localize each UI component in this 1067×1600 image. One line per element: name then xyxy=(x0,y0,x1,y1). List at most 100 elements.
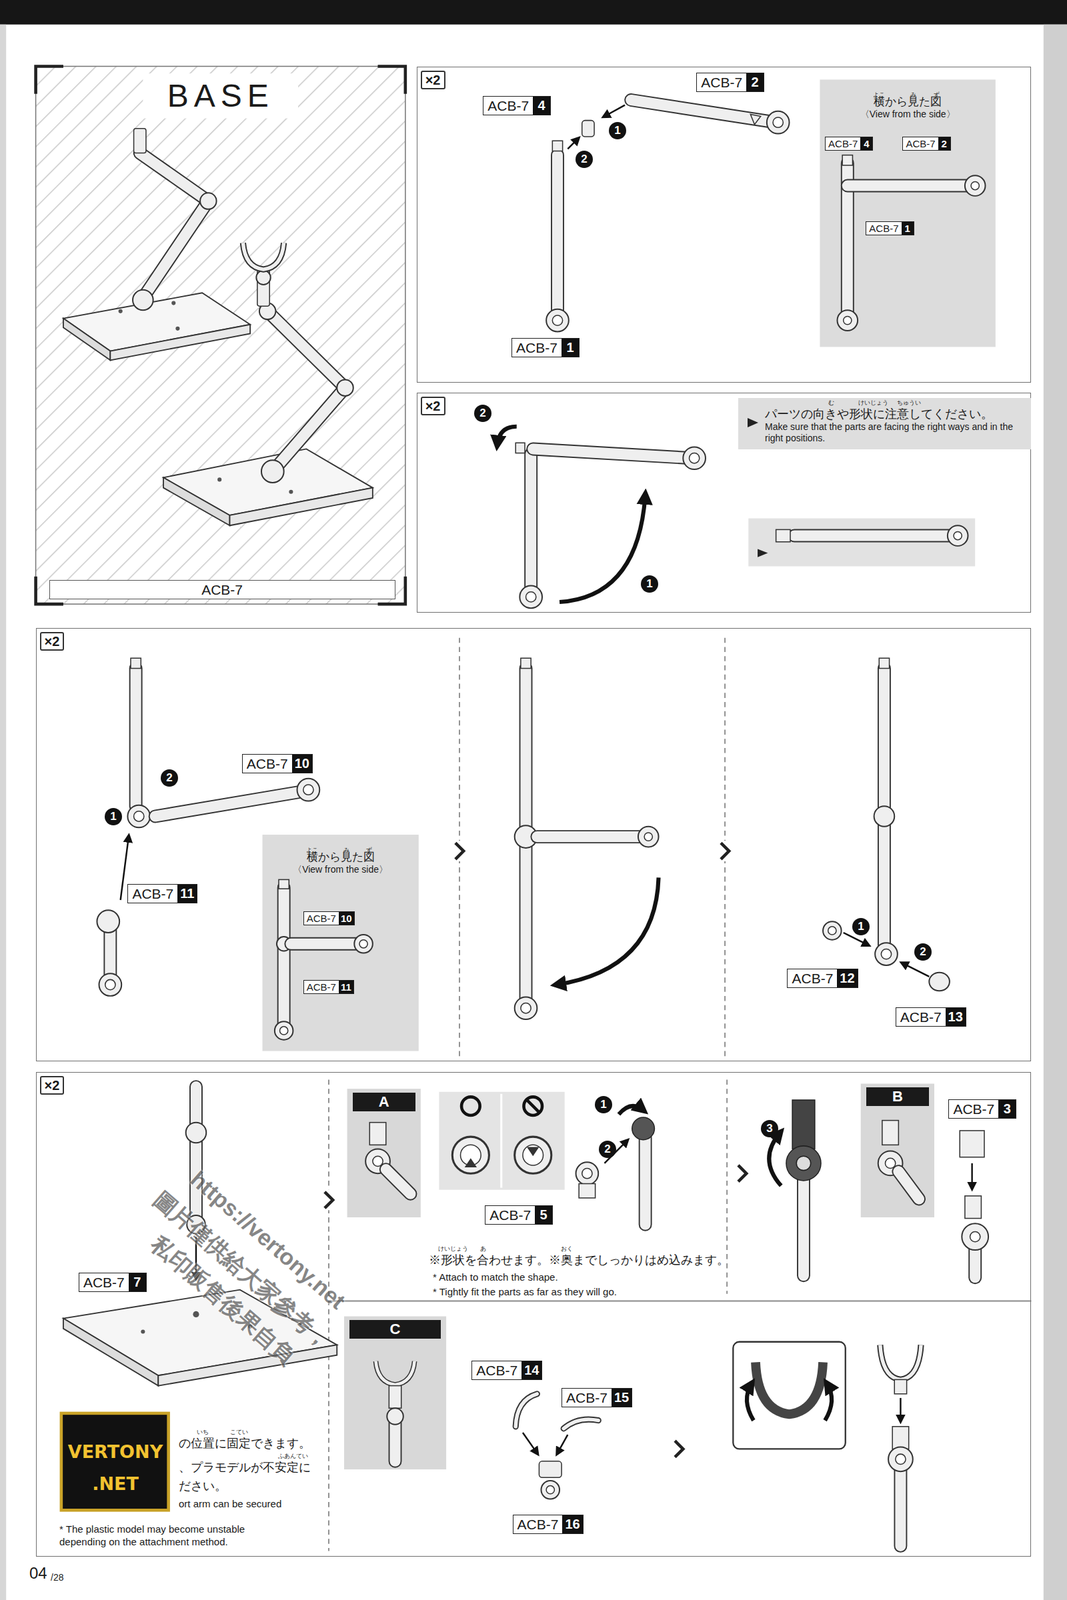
furigana: み xyxy=(910,91,917,99)
stand-illustration xyxy=(272,388,346,473)
furigana: ず xyxy=(933,91,940,99)
step1-art xyxy=(552,155,563,319)
step1-art xyxy=(837,310,859,331)
part-number: 2 xyxy=(746,73,764,92)
view-heading: 横から見た図 xyxy=(819,95,995,109)
quantity-badge: ×2 xyxy=(420,70,446,90)
stand-illustration xyxy=(175,326,180,331)
step2-art xyxy=(776,529,791,542)
stand-illustration xyxy=(242,242,284,270)
part-label: ACB-73 xyxy=(948,1099,1017,1120)
part-label: ACB-711 xyxy=(303,980,355,995)
step2-art xyxy=(497,426,517,446)
furigana: み xyxy=(343,846,350,855)
part-label: ACB-71 xyxy=(511,338,580,358)
callout-number: 1 xyxy=(852,918,870,936)
part-number: 5 xyxy=(534,1206,553,1225)
step3-art xyxy=(155,790,307,817)
furigana: ふあんてい xyxy=(278,1453,309,1461)
part-label: ACB-75 xyxy=(484,1205,553,1226)
part-code: ACB-7 xyxy=(483,96,533,115)
stand-illustration xyxy=(132,290,154,311)
stand-illustration xyxy=(163,477,231,526)
step2-art xyxy=(748,518,975,567)
callout-number: 2 xyxy=(474,404,492,423)
part-label: ACB-714 xyxy=(471,1361,543,1381)
step4-art xyxy=(347,1089,421,1218)
step2-art xyxy=(953,531,962,540)
step3-art xyxy=(828,926,837,935)
step3-art xyxy=(277,888,291,1027)
part-label: ACB-713 xyxy=(895,1007,967,1027)
step3-art xyxy=(96,638,949,1057)
step3-art xyxy=(290,937,361,951)
instruction-note: の位置に固定できます。 xyxy=(178,1436,311,1452)
part-code: ACB-7 xyxy=(128,884,178,903)
stand-illustration xyxy=(200,192,217,209)
stand-illustration xyxy=(288,490,293,495)
step4-art xyxy=(438,1092,565,1191)
callout-number: 2 xyxy=(598,1141,617,1159)
step-panel: ×2パーツの向きや形状に注意してください。Make sure that the … xyxy=(416,392,1032,613)
step4-art xyxy=(386,1169,411,1195)
step3-art xyxy=(451,840,468,862)
step3-art xyxy=(878,658,889,669)
furigana: よこ xyxy=(872,91,885,99)
step3-art xyxy=(134,811,145,822)
step4-art xyxy=(63,1319,159,1387)
step1-art xyxy=(546,79,996,347)
step4-art xyxy=(970,1231,981,1242)
step4-art xyxy=(786,1146,821,1182)
step4-art xyxy=(190,1087,202,1220)
step1-art xyxy=(842,155,853,166)
step4-art xyxy=(515,1394,537,1428)
part-number: 16 xyxy=(562,1515,583,1534)
part-code: ACB-7 xyxy=(242,754,293,773)
step4-art xyxy=(464,1158,477,1168)
part-code: ACB-7 xyxy=(304,912,339,925)
instruction-note: 、プラモデルが不安定に xyxy=(178,1460,311,1476)
base-panel: BASEACB-7 xyxy=(36,66,406,605)
furigana: よこ xyxy=(306,846,319,855)
callout-number: 2 xyxy=(160,769,179,787)
side-view-box: 横から見た図〈View from the side〉ACB-710ACB-711 xyxy=(262,834,419,1052)
step4-art xyxy=(522,1433,537,1454)
step4-art xyxy=(894,1459,906,1547)
stand-illustration xyxy=(134,128,147,154)
step2-art xyxy=(794,529,955,543)
part-number: 13 xyxy=(945,1008,966,1027)
step2-art xyxy=(524,454,538,595)
step3-art xyxy=(720,842,729,859)
step1-art xyxy=(604,105,625,117)
part-code: ACB-7 xyxy=(902,137,938,151)
step4-art xyxy=(563,1419,599,1430)
step4-art xyxy=(732,1342,845,1450)
base-panel-art xyxy=(36,66,64,94)
step3-art xyxy=(274,1021,294,1041)
step3-art xyxy=(520,658,531,669)
step4-art xyxy=(792,1100,815,1150)
step4-art xyxy=(638,1138,653,1226)
step4-art xyxy=(461,1097,481,1116)
step4-art xyxy=(578,1184,595,1199)
step4-art xyxy=(674,1441,683,1458)
stand-illustration xyxy=(63,318,111,361)
step4-art xyxy=(526,1147,539,1157)
step3-art xyxy=(155,790,307,817)
step3-art xyxy=(280,1026,289,1035)
step4-art xyxy=(899,1398,901,1422)
instruction-note: * Attach to match the shape. xyxy=(432,1271,559,1284)
view-subheading: 〈View from the side〉 xyxy=(262,864,419,876)
base-panel-art xyxy=(36,66,406,605)
step4-art xyxy=(961,1223,989,1251)
part-label: ACB-710 xyxy=(242,754,313,774)
callout-number: 1 xyxy=(104,808,123,826)
step4-art xyxy=(375,1361,415,1386)
step4-art xyxy=(523,1097,543,1116)
step4-art xyxy=(893,1459,907,1547)
stand-illustration xyxy=(272,388,346,473)
step4-art xyxy=(375,1361,415,1386)
furigana: あ xyxy=(480,1245,487,1254)
step3-art xyxy=(297,778,321,802)
part-label: ACB-74 xyxy=(824,136,873,151)
